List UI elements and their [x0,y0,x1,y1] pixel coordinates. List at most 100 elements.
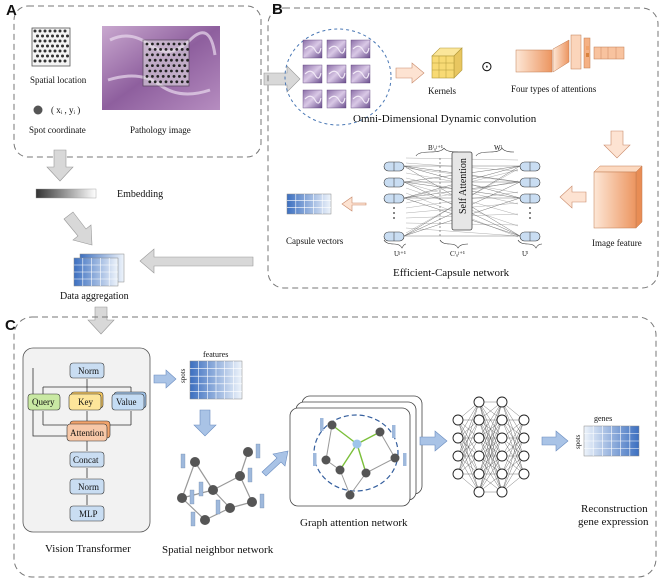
tissue-spot [167,64,171,67]
graph-attention-stack [289,395,423,507]
spot-dot [63,59,67,63]
spot-dot [53,29,57,33]
spot-dot [41,44,44,48]
spot-dot [41,54,44,58]
graph-edge [181,489,214,499]
ellipsis-dot [393,207,395,209]
tissue-spot [164,80,168,84]
tissue-spot [186,58,190,62]
gat-attention-edge [339,443,358,471]
omni-title: Omni-Dimensional Dynamic convolution [353,113,537,125]
mlp-connection [478,419,503,493]
gat-node [375,427,385,437]
tissue-spot [180,80,184,84]
spot-dot [41,34,44,38]
spot-dot [53,59,57,63]
arrow-patches-to-kernels [395,62,425,84]
spot-dot [46,34,49,38]
spot-dot [53,39,57,43]
mlp-neuron [518,468,530,480]
tissue-spot [170,58,173,62]
spot-dot [48,39,52,43]
tissue-spot [156,42,160,46]
tissue-spot [178,53,181,57]
tissue-spot [183,64,187,67]
vit-caption: Vision Transformer [45,543,131,555]
tissue-spot [178,75,181,78]
patch-texture [328,70,346,79]
ellipsis-dot [529,207,531,209]
graph-node [177,493,187,503]
key-box [68,393,102,411]
reconstruction-label-2: gene expression [578,516,649,528]
spot-dot [58,59,62,63]
image-patches [302,39,371,109]
u-left-label: Uʲ⁺¹ [394,250,406,258]
tissue-spot [156,75,160,78]
graph-node [208,485,218,495]
tissue-spot [151,42,154,46]
mlp-connection [501,437,525,493]
self-attention-label: Self Attention [458,158,469,214]
mlp-neuron [452,432,464,444]
tissue-spot [153,80,157,84]
arrow-capsnet-to-vectors [341,196,367,212]
ellipsis-dot [393,212,395,214]
arrow-down-to-c [87,306,115,335]
spot-dot [36,54,39,58]
tissue-spot [151,75,154,78]
tissue-spot [175,80,179,84]
w-weight-label: Wˡ [494,144,503,152]
spot-dot [43,29,47,33]
aggregation-matrix [73,253,125,287]
key-label: Key [78,397,93,407]
spot-dot [38,49,42,53]
graph-edge [212,475,241,491]
spot-dot [38,39,42,43]
spot-dot [48,49,52,53]
patch-texture [304,45,322,54]
brace-w [475,147,515,157]
tissue-spot [151,64,154,67]
mlp-neuron [518,432,530,444]
gat-feature-bar [392,425,396,438]
arrow-feature-to-capsnet [559,185,587,209]
patch-texture [352,45,370,54]
genes-label: genes [594,414,612,423]
mlp-neuron [473,432,485,444]
capsule-vectors-matrix [286,193,332,215]
tissue-spot [180,58,184,62]
image-patch [302,64,323,84]
spot-dot [38,59,42,63]
spot-dot [56,34,59,38]
node-feature-bar [189,489,195,505]
mlp-connection [478,455,503,493]
capsule-vectors-label: Capsule vectors [286,236,344,246]
b-weight-label: Bˡᵤʲ⁺¹ [428,144,443,152]
tissue-spot [172,64,176,67]
pathology-image-label: Pathology image [130,125,191,135]
mlp-connection [457,419,480,475]
panel-b-letter: B [272,1,283,18]
tissue-spot [159,69,163,73]
mlp-neuron [496,396,508,408]
tissue-spot [161,75,165,78]
spot-dot [43,49,47,53]
arrow-mlp-to-output [541,430,569,452]
tissue-spot [178,42,181,46]
gat-node [361,468,371,478]
features-matrix [189,360,243,400]
mlp-connection [478,437,503,493]
patch-texture [304,70,322,79]
kernels-label: Kernels [428,86,456,96]
tissue-spot [178,64,181,67]
spatial-location-grid [31,27,71,67]
spot-dot [58,49,62,53]
node-feature-bar [198,481,204,497]
tissue-spot [161,64,165,67]
brace-u-right [517,239,543,249]
gat-node [345,490,355,500]
spot-coordinate-label: Spot coordinate [29,125,86,135]
arrow-graph-to-gat [261,450,289,477]
